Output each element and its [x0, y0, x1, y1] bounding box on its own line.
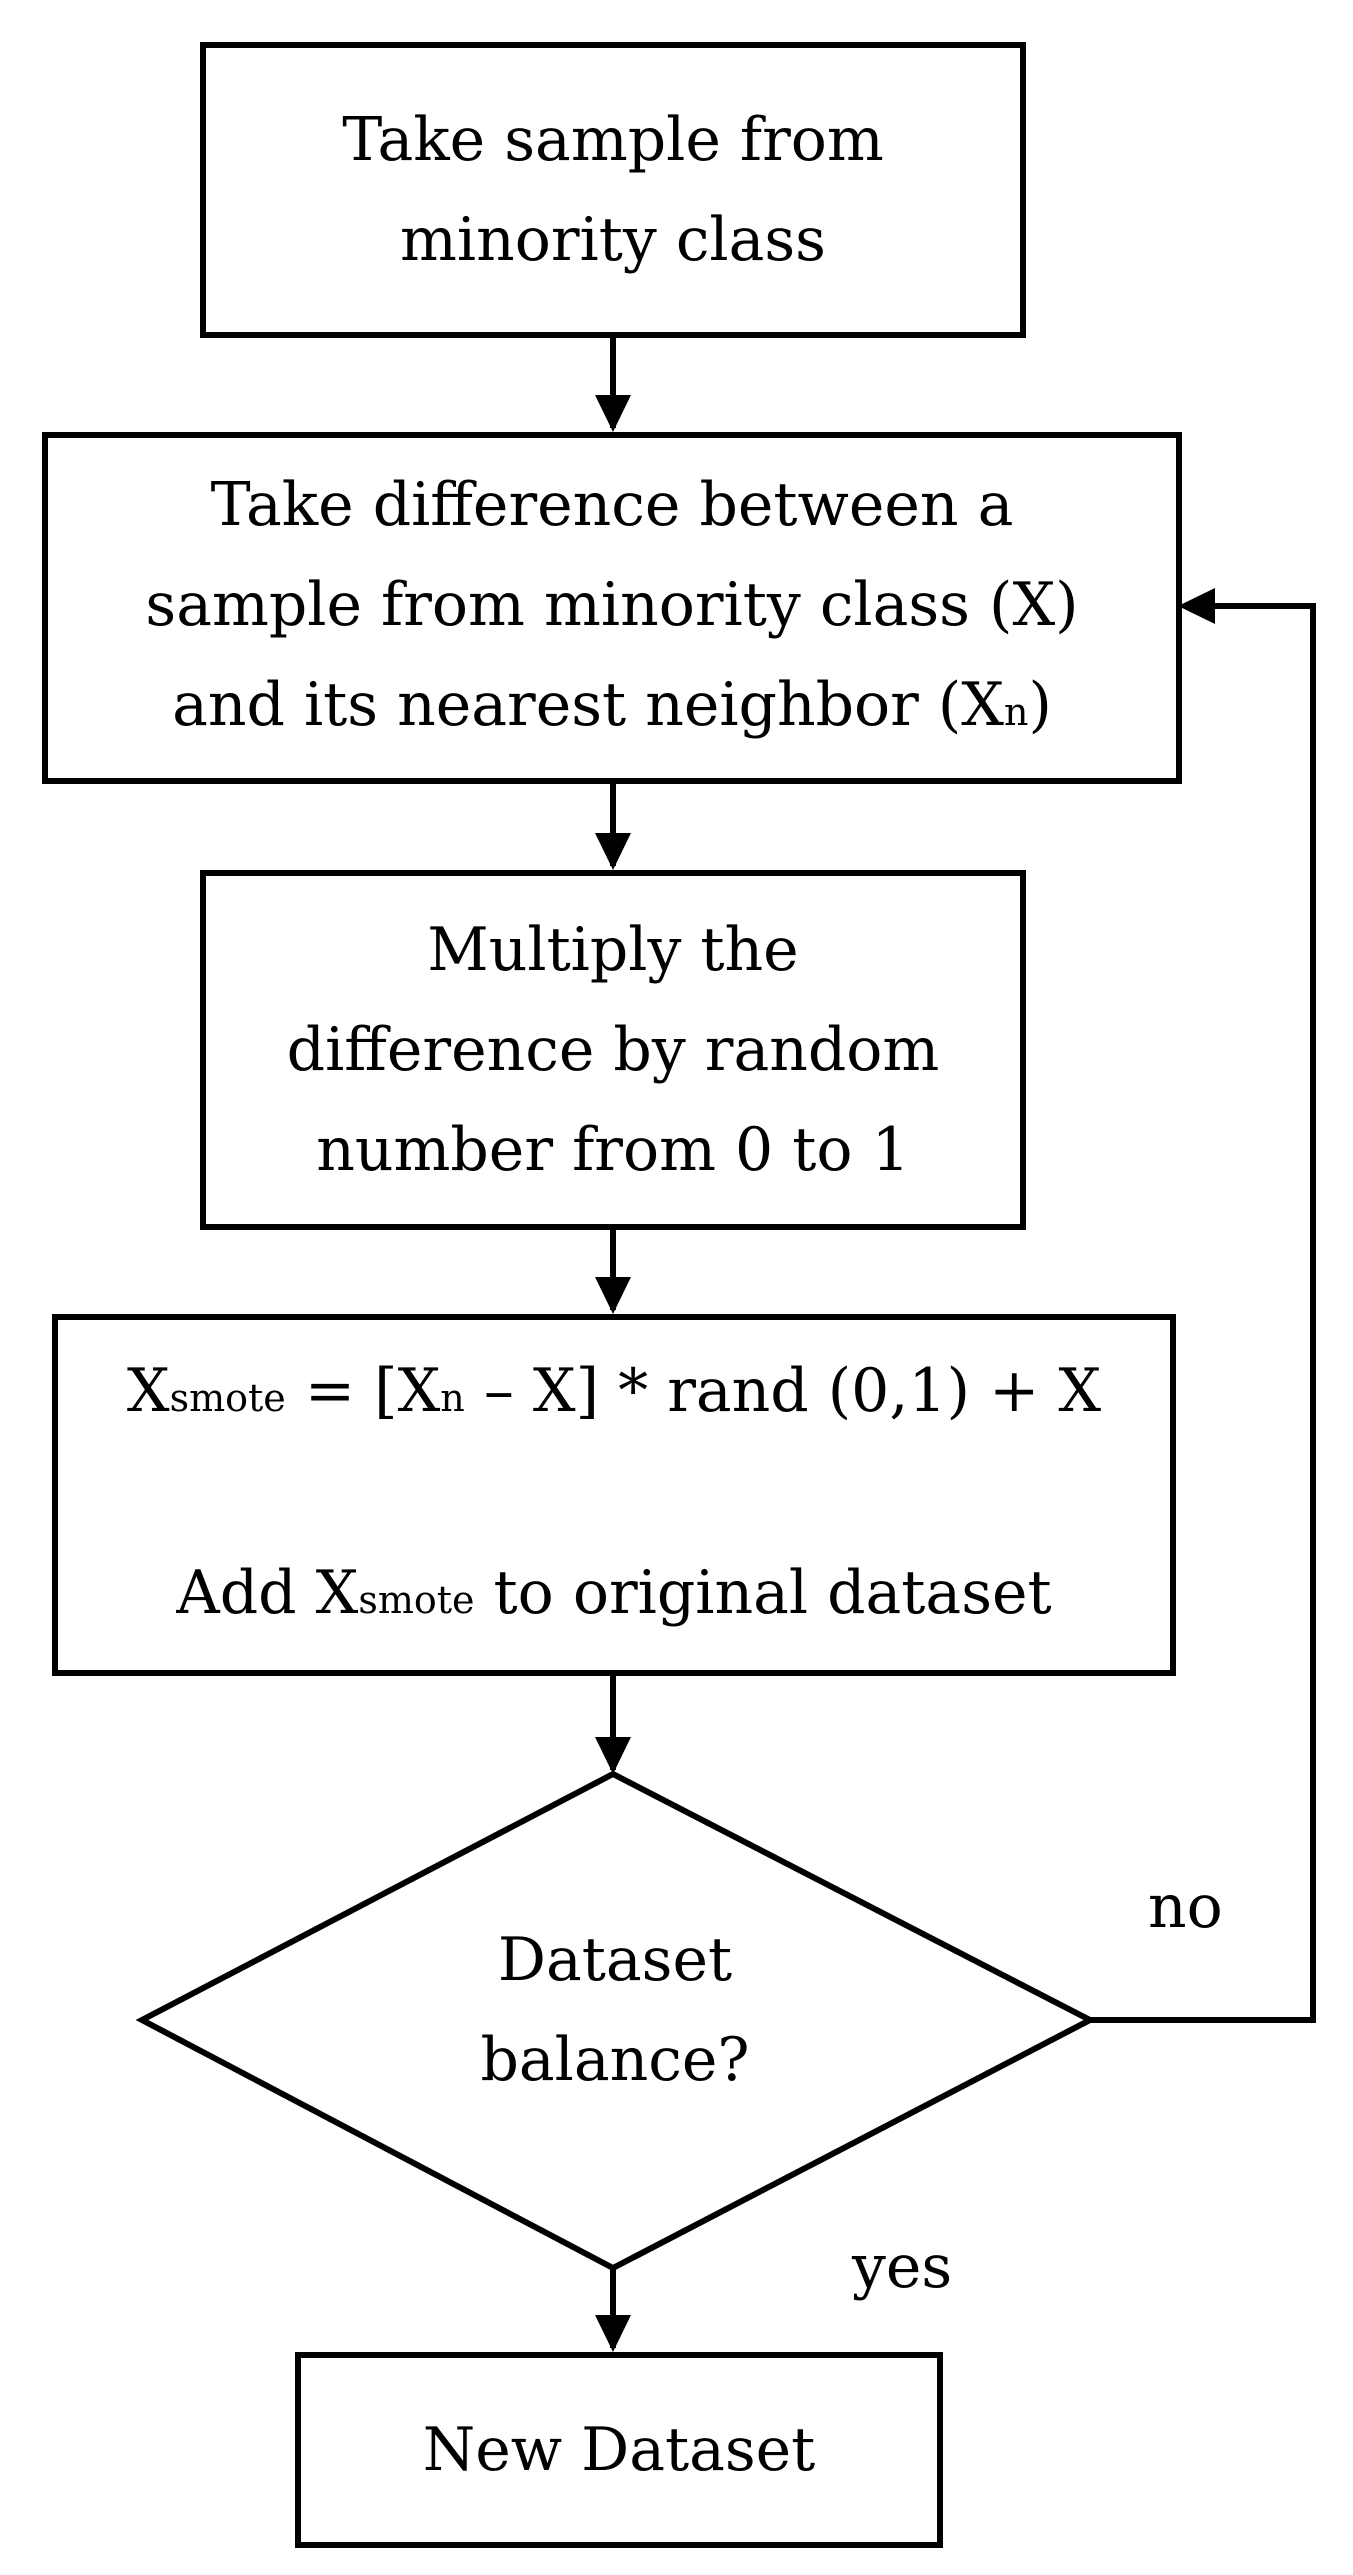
- loop-back-path: [1090, 603, 1316, 2023]
- step-take-difference-line3-post: ): [1028, 669, 1052, 740]
- formula-add-sub: smote: [358, 1577, 475, 1622]
- step-take-difference-line3-sub: n: [1004, 689, 1029, 734]
- formula-n-sub: n: [440, 1375, 465, 1420]
- formula-equation: Xsmote = [Xn – X] * rand (0,1) + X: [127, 1341, 1101, 1448]
- edge-label-yes: yes: [852, 2232, 953, 2302]
- step-take-difference-line1: Take difference between a: [210, 469, 1014, 540]
- step-take-sample-line1: Take sample from: [342, 105, 884, 175]
- decision-label: Dataset balance?: [300, 1910, 930, 2110]
- formula-smote-sub: smote: [169, 1375, 286, 1420]
- step-take-sample-line2: minority class: [400, 205, 826, 275]
- step-new-dataset: New Dataset: [295, 2352, 943, 2548]
- formula-add-post: to original dataset: [474, 1557, 1052, 1628]
- step-multiply-line1: Multiply the: [427, 915, 799, 985]
- arrowhead-decision-to-new-dataset: [595, 2315, 631, 2352]
- arrowhead-loop-back: [1178, 588, 1215, 624]
- arrowhead-formula-to-decision: [595, 1737, 631, 1774]
- step-take-sample: Take sample from minority class: [200, 42, 1026, 338]
- step-take-difference: Take difference between a sample from mi…: [42, 432, 1182, 784]
- step-multiply-line3: number from 0 to 1: [316, 1115, 910, 1185]
- formula-equals-open: = [X: [285, 1355, 441, 1426]
- step-take-difference-line3-pre: and its nearest neighbor (X: [172, 669, 1005, 740]
- step-multiply-line2: difference by random: [286, 1015, 940, 1085]
- decision-line2: balance?: [480, 2025, 750, 2095]
- step-multiply: Multiply the difference by random number…: [200, 870, 1026, 1230]
- step-take-difference-line2: sample from minority class (X): [145, 569, 1079, 640]
- formula-rest: – X] * rand (0,1) + X: [464, 1355, 1102, 1426]
- decision-line1: Dataset: [497, 1925, 733, 1995]
- formula-x: X: [126, 1355, 170, 1426]
- arrowhead-multiply-to-formula: [595, 1277, 631, 1314]
- arrowhead-sample-to-difference: [595, 395, 631, 432]
- formula-add-line: Add Xsmote to original dataset: [176, 1543, 1051, 1650]
- step-take-difference-line3: and its nearest neighbor (Xn): [172, 655, 1052, 762]
- arrowhead-difference-to-multiply: [595, 833, 631, 870]
- step-formula: Xsmote = [Xn – X] * rand (0,1) + X Add X…: [52, 1314, 1176, 1676]
- step-new-dataset-label: New Dataset: [422, 2415, 816, 2485]
- edge-label-no: no: [1148, 1872, 1223, 1942]
- formula-add-pre: Add X: [176, 1557, 359, 1628]
